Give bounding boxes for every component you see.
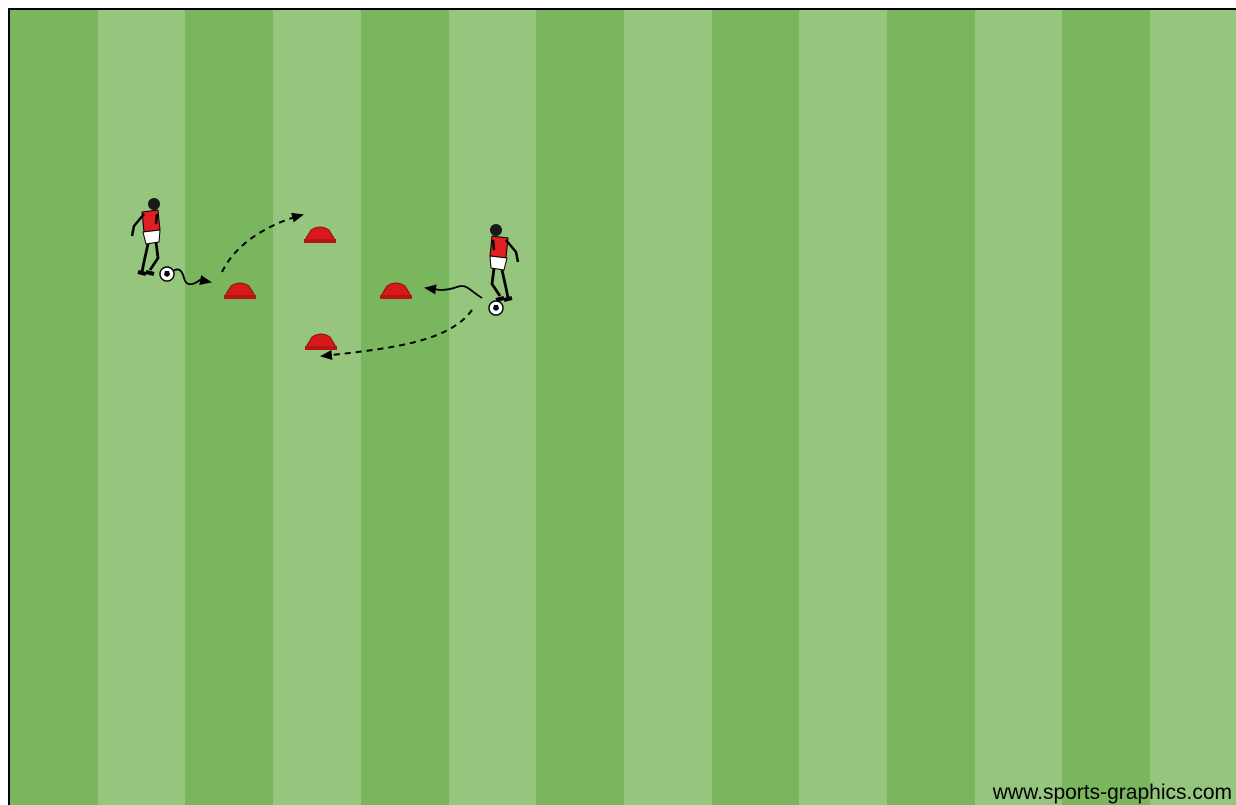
pitch: www.sports-graphics.com <box>8 8 1236 805</box>
drill-diagram <box>10 10 1236 805</box>
player-left <box>132 198 174 281</box>
dribble-right <box>426 286 482 298</box>
cone-top <box>304 227 336 243</box>
cone-right <box>380 283 412 299</box>
ball-icon <box>489 301 503 315</box>
cone-left <box>224 283 256 299</box>
pass-run-left <box>222 215 302 272</box>
player-head <box>148 198 160 210</box>
watermark: www.sports-graphics.com <box>993 781 1232 805</box>
player-right <box>489 224 518 315</box>
pass-run-right <box>322 310 472 356</box>
cone-bottom <box>305 334 337 350</box>
player-head <box>490 224 502 236</box>
ball-icon <box>160 267 174 281</box>
